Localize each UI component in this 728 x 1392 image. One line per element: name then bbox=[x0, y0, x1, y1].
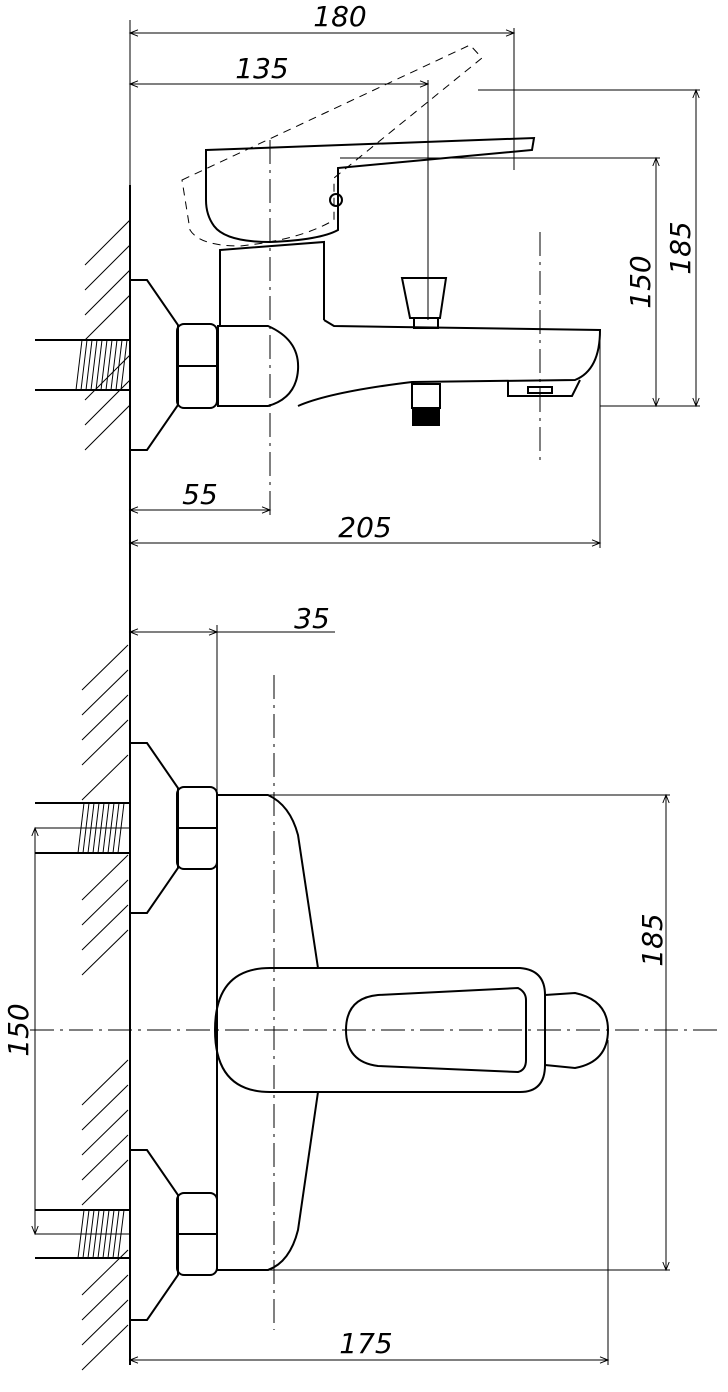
side-escutcheon bbox=[130, 279, 179, 451]
side-hose-outlet bbox=[411, 383, 441, 426]
wall-hatch-top bbox=[84, 219, 131, 451]
side-view: 180 135 55 205 150 185 bbox=[35, 0, 700, 548]
wall-hatch-bottom bbox=[81, 1059, 129, 1371]
side-body bbox=[217, 325, 300, 407]
dim-label-180: 180 bbox=[313, 0, 366, 33]
side-lever bbox=[205, 136, 536, 244]
front-handle-grip bbox=[344, 986, 527, 1074]
side-column bbox=[219, 240, 325, 326]
dim-label-185-side: 185 bbox=[664, 221, 697, 274]
side-lever-raised bbox=[181, 44, 483, 247]
front-lower-nut bbox=[176, 1192, 218, 1276]
dim-label-35: 35 bbox=[294, 602, 330, 635]
dim-label-135: 135 bbox=[235, 52, 288, 85]
side-inlet-pipe bbox=[35, 339, 130, 391]
dim-label-150-side: 150 bbox=[624, 255, 657, 308]
front-lower-escutcheon bbox=[130, 1149, 179, 1321]
side-nut bbox=[176, 323, 218, 409]
dim-label-150-front: 150 bbox=[2, 1003, 35, 1056]
side-spout bbox=[297, 319, 602, 407]
dim-label-55: 55 bbox=[182, 478, 218, 511]
front-body-upper bbox=[217, 794, 319, 969]
front-upper-escutcheon bbox=[130, 742, 179, 914]
front-extension-lines bbox=[35, 625, 670, 1365]
side-extension-lines bbox=[129, 20, 700, 548]
dim-label-185-front: 185 bbox=[636, 913, 669, 966]
dim-label-175: 175 bbox=[339, 1327, 392, 1360]
front-view: 35 185 150 175 bbox=[2, 602, 722, 1365]
front-upper-nut bbox=[176, 786, 218, 870]
side-diverter-knob bbox=[400, 277, 448, 329]
side-lever-pivot bbox=[329, 193, 343, 207]
front-handle bbox=[213, 967, 546, 1093]
wall-hatch-mid bbox=[81, 644, 129, 976]
dim-label-205: 205 bbox=[338, 511, 391, 544]
